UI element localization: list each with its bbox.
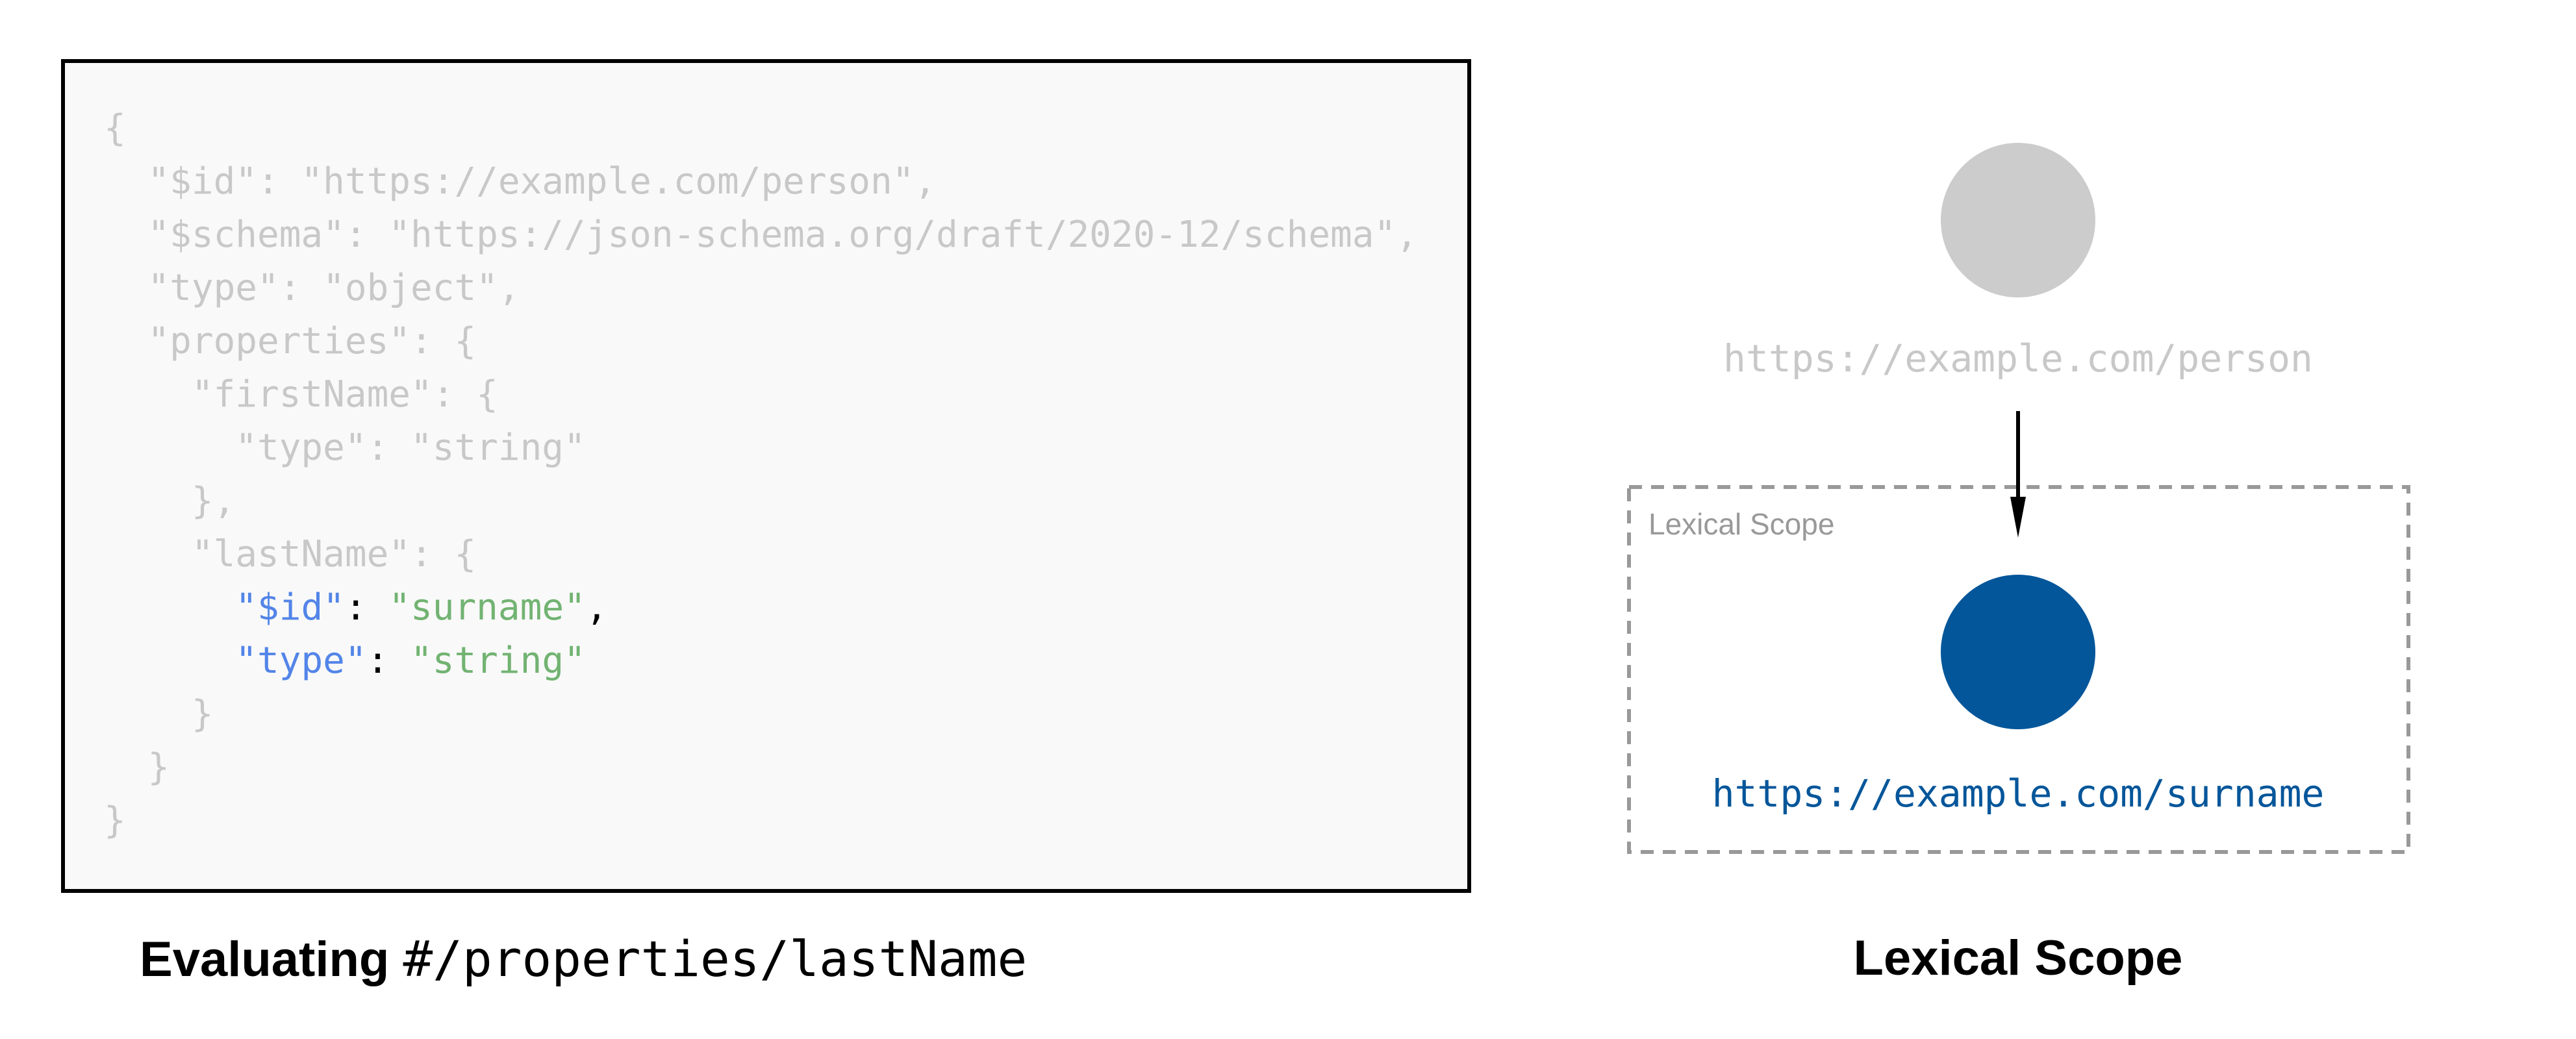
code-token-muted: "type": "object", — [104, 267, 520, 309]
code-token-key: "$id" — [235, 586, 345, 629]
code-line: "type": "object", — [104, 262, 1418, 315]
code-token-muted: "lastName": { — [104, 533, 477, 575]
code-token-string: "surname" — [388, 586, 586, 629]
parent-schema-node — [1941, 143, 2095, 297]
json-schema-code-panel: { "$id": "https://example.com/person", "… — [61, 59, 1471, 893]
json-pointer: #/properties/lastName — [403, 930, 1028, 988]
evaluating-label: Evaluating — [140, 932, 390, 987]
scope-schema-node — [1941, 575, 2095, 729]
code-line: "$id": "https://example.com/person", — [104, 155, 1418, 208]
code-line: } — [104, 688, 1418, 741]
code-line: } — [104, 794, 1418, 847]
code-token-muted: }, — [104, 480, 236, 522]
code-token-muted: } — [104, 693, 214, 735]
lexical-scope-box-label: Lexical Scope — [1648, 507, 1834, 541]
code-token-muted: } — [104, 746, 170, 788]
code-token-punct: : — [366, 640, 411, 682]
code-token-punct: , — [585, 586, 608, 629]
arrow-head-icon — [2010, 497, 2026, 538]
lexical-scope-caption: Lexical Scope — [1853, 931, 2183, 986]
parent-uri-label: https://example.com/person — [1723, 336, 2313, 381]
code-token-muted: "$schema": "https://json-schema.org/draf… — [104, 214, 1418, 256]
code-line: }, — [104, 475, 1418, 528]
evaluating-caption: Evaluating #/properties/lastName — [140, 930, 1027, 988]
code-line: "lastName": { — [104, 528, 1418, 581]
lexical-scope-box — [1627, 485, 2410, 854]
code-line: "type": "string" — [104, 634, 1418, 688]
code-listing: { "$id": "https://example.com/person", "… — [104, 102, 1418, 847]
code-token-muted: } — [104, 799, 126, 842]
code-token-muted: "$id": "https://example.com/person", — [104, 160, 937, 203]
code-line: "$schema": "https://json-schema.org/draf… — [104, 208, 1418, 262]
code-token-muted: "properties": { — [104, 320, 477, 362]
code-token-muted: "firstName": { — [104, 373, 498, 416]
code-line: "type": "string" — [104, 421, 1418, 475]
code-token-punct: : — [344, 586, 389, 629]
code-token-key: "type" — [235, 640, 367, 682]
code-line: "firstName": { — [104, 368, 1418, 421]
code-line: "$id": "surname", — [104, 581, 1418, 634]
code-line: "properties": { — [104, 315, 1418, 368]
code-token-string: "string" — [410, 640, 586, 682]
code-token-muted: { — [104, 107, 126, 149]
code-line: } — [104, 741, 1418, 794]
code-line: { — [104, 102, 1418, 155]
child-uri-label: https://example.com/surname — [1712, 771, 2325, 816]
code-token-muted: "type": "string" — [104, 427, 586, 469]
